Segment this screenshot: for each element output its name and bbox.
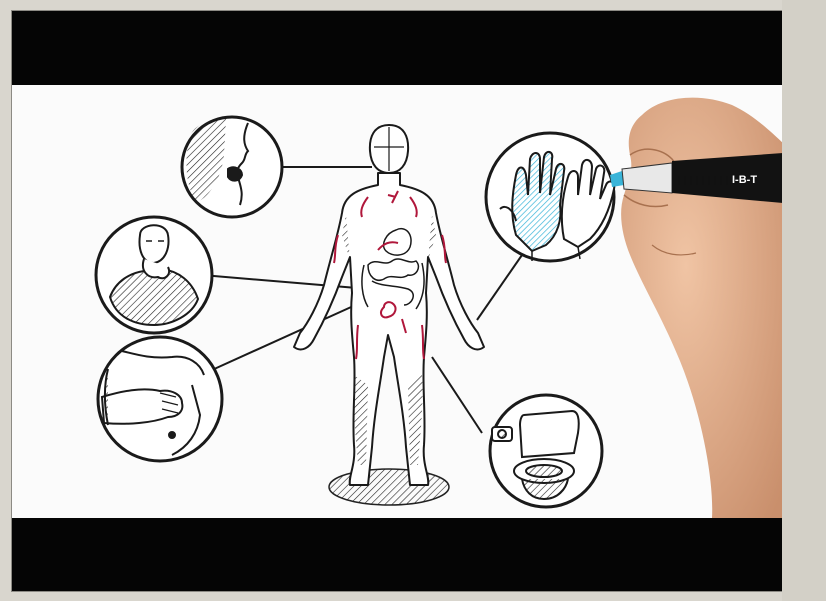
marker-label: I-B-T <box>732 174 757 186</box>
hands-icon <box>486 133 614 261</box>
abdomen-pain-icon <box>98 337 222 461</box>
toilet-icon <box>490 395 602 507</box>
letterbox-bottom <box>12 518 783 591</box>
mouth-icon <box>182 117 282 217</box>
side-panel-edge <box>782 0 826 601</box>
whiteboard-drawing: I-B-T ||||||||| <box>12 85 783 518</box>
marker-barcode: ||||||||| <box>676 175 730 187</box>
body-figure-icon <box>294 125 484 485</box>
whiteboard-canvas: I-B-T ||||||||| <box>12 85 783 518</box>
letterbox-top <box>12 11 783 85</box>
video-frame[interactable]: I-B-T ||||||||| <box>11 10 784 592</box>
floor-shadow <box>329 469 449 505</box>
nausea-icon <box>96 217 212 333</box>
